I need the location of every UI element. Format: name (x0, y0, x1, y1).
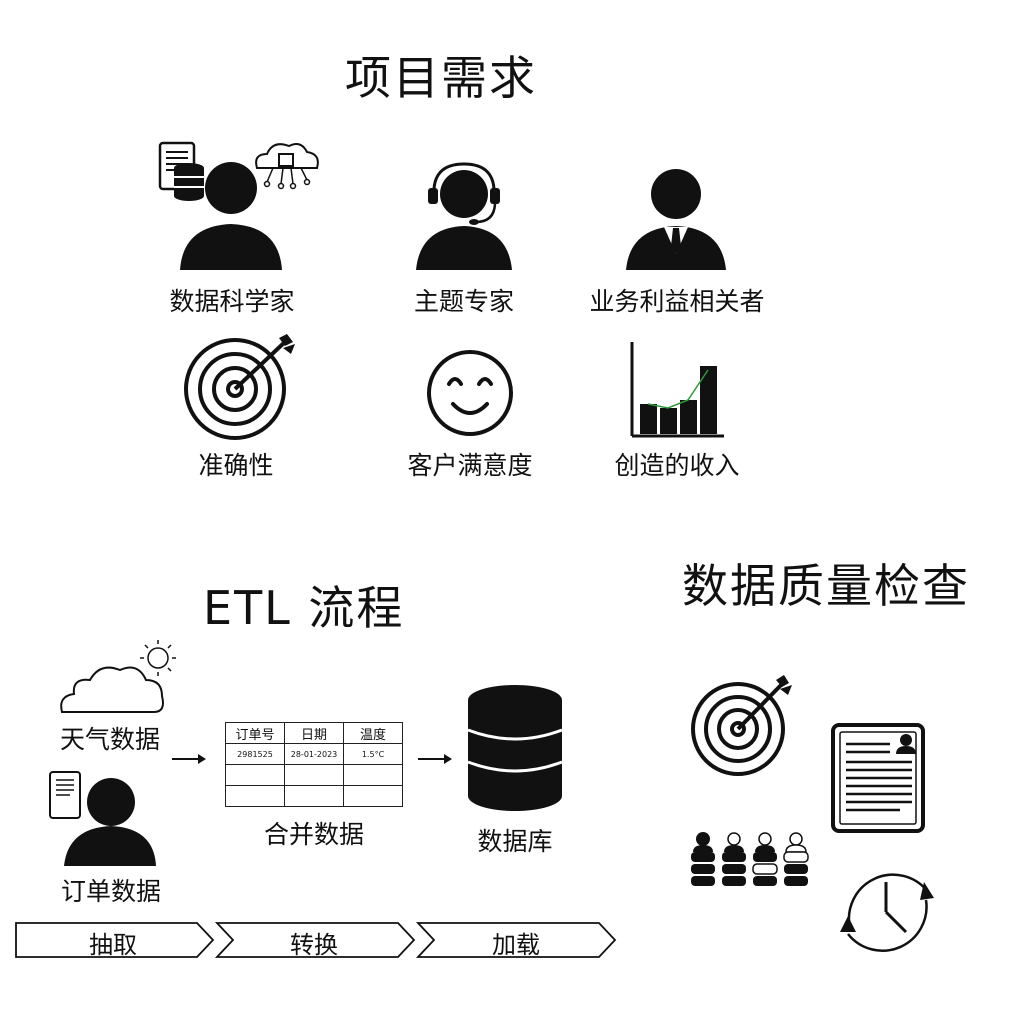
table-header-cell: 订单号 (225, 722, 285, 744)
requirements-title: 项目需求 (345, 51, 537, 105)
profile-document-icon (831, 723, 925, 833)
stage-chevron-transform (214, 922, 416, 958)
role-label-sme: 主题专家 (413, 287, 515, 316)
role-label-data-scientist: 数据科学家 (169, 287, 295, 316)
headset-person-icon (416, 162, 512, 270)
data-scientist-icon (158, 141, 319, 270)
stage-chevron-extract (15, 922, 215, 958)
cloud-sun-icon (60, 640, 176, 713)
bar-growth-icon (630, 342, 724, 438)
target-icon (184, 334, 295, 440)
smiley-icon (427, 350, 513, 436)
table-row: 2981525 28-01-2023 1.5°C (225, 743, 403, 765)
clock-refresh-icon (840, 873, 934, 952)
role-label-stakeholder: 业务利益相关者 (589, 287, 765, 316)
stage-label-load: 加载 (492, 931, 540, 959)
table-cell: 28-01-2023 (284, 743, 344, 765)
person-document-icon (49, 771, 156, 866)
table-row (225, 764, 403, 786)
merged-data-table: 订单号 日期 温度 2981525 28-01-2023 1.5°C (225, 722, 403, 807)
target-icon (691, 675, 792, 776)
stage-label-transform: 转换 (290, 931, 338, 959)
table-header-row: 订单号 日期 温度 (225, 722, 403, 744)
arrow-right-icon (418, 754, 452, 764)
database-label: 数据库 (477, 827, 553, 856)
goal-label-accuracy: 准确性 (198, 451, 274, 480)
goal-label-revenue: 创造的收入 (614, 451, 740, 480)
merged-data-label: 合并数据 (263, 820, 365, 849)
people-database-icon (691, 832, 809, 886)
database-icon (467, 685, 563, 811)
etl-stage-chevrons (15, 922, 617, 958)
businessman-icon (626, 169, 726, 270)
table-row (225, 785, 403, 807)
table-header-cell: 温度 (343, 722, 403, 744)
table-cell: 2981525 (225, 743, 285, 765)
goal-label-satisfaction: 客户满意度 (407, 451, 533, 480)
quality-title: 数据质量检查 (682, 559, 970, 613)
stage-label-extract: 抽取 (89, 931, 137, 959)
stage-chevron-load (415, 922, 617, 958)
etl-title: ETL 流程 (203, 581, 405, 635)
source-label-weather: 天气数据 (59, 725, 161, 754)
arrow-right-icon (172, 754, 206, 764)
table-header-cell: 日期 (284, 722, 344, 744)
source-label-orders: 订单数据 (60, 877, 162, 906)
table-cell: 1.5°C (343, 743, 403, 765)
